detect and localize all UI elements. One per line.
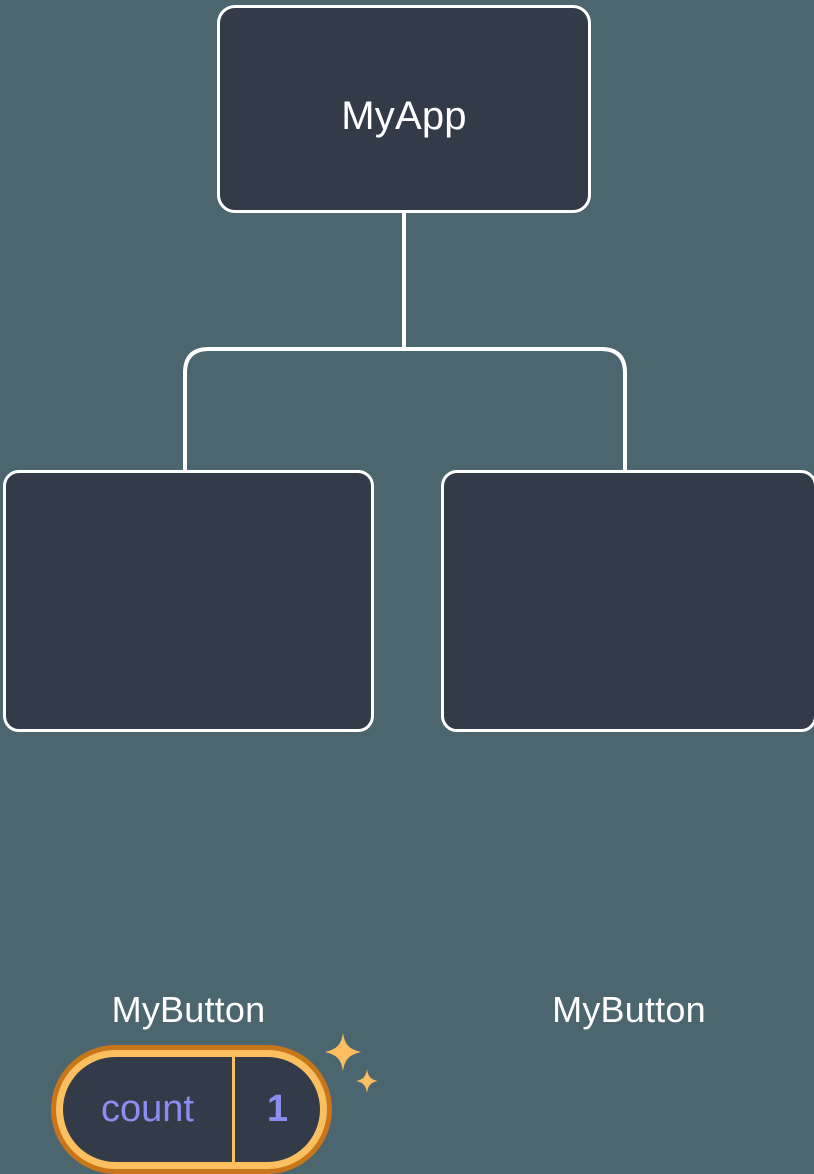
edge-branch-bracket bbox=[183, 347, 627, 470]
node-title-mybutton-left: MyButton bbox=[111, 989, 266, 1030]
state-value-label: 1 bbox=[266, 1088, 289, 1130]
state-pill-highlighted[interactable]: count 1 bbox=[51, 1045, 332, 1174]
diagram-canvas: MyApp MyButton count 1 MyButton count 0 bbox=[3, 5, 814, 1174]
node-title-mybutton-right: MyButton bbox=[552, 989, 706, 1030]
component-node-mybutton-right[interactable]: MyButton count 0 bbox=[441, 470, 814, 1030]
state-key-label: count bbox=[63, 1057, 235, 1162]
node-title-myapp: MyApp bbox=[341, 94, 467, 138]
sparkle-icon bbox=[325, 1033, 378, 1093]
component-node-myapp[interactable]: MyApp bbox=[217, 5, 591, 213]
component-node-mybutton-left[interactable]: MyButton count 1 bbox=[3, 470, 378, 1174]
state-pill-inner: count 1 bbox=[63, 1057, 320, 1162]
